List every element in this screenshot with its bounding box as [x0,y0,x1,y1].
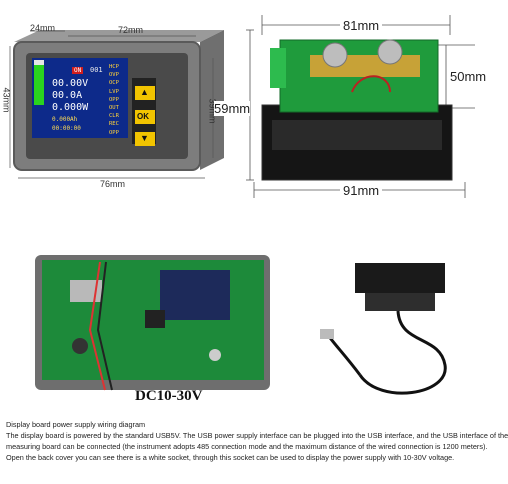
usb-cable-drawing [320,263,447,395]
lcd-line4: 0.000Ah [52,116,78,123]
lcd-side-label: OPP [109,96,119,103]
lcd-side-label: OVP [109,72,119,79]
voltage-label: DC10-30V [135,388,203,404]
lcd-side-label: LVP [109,88,119,95]
dim-left: 59mm [214,101,251,116]
dim-depth: 24mm [30,23,56,33]
lcd-side-label: CLR [109,113,119,120]
lcd-side-label: OPP [109,129,119,136]
up-button[interactable]: ▲ [140,87,149,97]
dim-width: 72mm [118,25,144,35]
down-button[interactable]: ▼ [140,133,149,143]
dim-right: 50mm [450,69,487,84]
caption-block: Display board power supply wiring diagra… [6,419,508,463]
shunt-board-drawing [246,15,475,198]
panel-meter-photo: 24mm 72mm 43mm 39mm 76mm ON 001 00.00V 0… [0,0,240,200]
display-board-drawing [35,255,270,391]
lcd-side-label: REC [109,121,119,128]
dim-height: 43mm [1,87,12,113]
dim-top: 81mm [340,18,383,33]
lcd-current: 00.0A [52,90,83,101]
lcd-side-label: OCP [109,80,119,87]
lcd-status: ON [72,67,84,74]
shunt-board-photo: 81mm 50mm 59mm 91mm [214,0,500,215]
lcd-side-label: HCP [109,64,119,70]
caption-line: measuring board can be connected (the in… [6,442,488,451]
lcd-voltage: 00.00V [52,78,89,89]
caption-title: Display board power supply wiring diagra… [6,420,146,429]
dim-bottom-width: 76mm [100,179,126,189]
caption-line: The display board is powered by the stan… [6,431,508,440]
ok-button[interactable]: OK [137,112,149,121]
lcd-side-label: OUT [109,105,119,112]
caption-line: Open the back cover you can see there is… [6,453,455,462]
dim-bottom: 91mm [340,183,383,198]
panel-meter-drawing [9,30,224,179]
lcd-channel: 001 [90,66,103,74]
lcd-power: 0.000W [52,102,89,113]
lcd-side-labels: HCP OVP OCP LVP OPP OUT CLR REC OPP [109,63,129,137]
display-board-photo [30,250,275,400]
usb-cable-photo [320,255,500,415]
lcd-line5: 00:00:00 [52,125,81,132]
